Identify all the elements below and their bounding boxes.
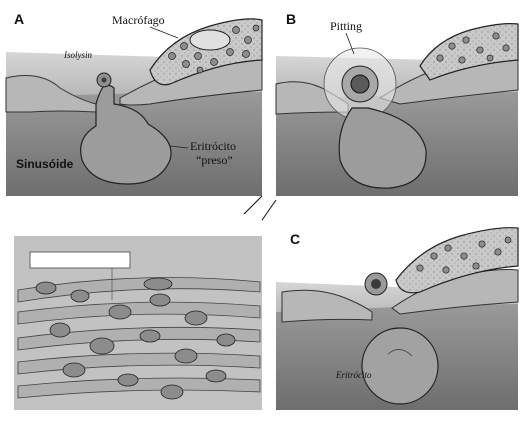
sinusoid-label: Sinusóide	[16, 157, 74, 171]
pitting-label: Pitting	[330, 19, 362, 33]
panel-c-letter: C	[290, 231, 300, 247]
pitted-inclusion	[351, 75, 369, 93]
panel-b: B Pitting	[276, 8, 518, 196]
panel-c: C Eritrócito	[276, 222, 518, 410]
panel-a-letter: A	[14, 11, 24, 27]
panel-tissue-overview	[14, 214, 262, 410]
macrophage-nucleus	[190, 30, 230, 50]
lysis-label: Isolysin	[63, 50, 92, 60]
panel-b-letter: B	[286, 11, 296, 27]
erythrocyte-label-line2: “preso”	[196, 153, 233, 167]
released-erythrocyte	[362, 328, 438, 404]
macrophage-label: Macrófago	[112, 13, 165, 27]
erythrocyte-label-line1: Eritrócito	[190, 139, 236, 153]
panel-a: A Macrófago Isolysin Eritrócito “preso” …	[6, 8, 262, 196]
erythrocyte-label: Eritrócito	[335, 370, 372, 380]
